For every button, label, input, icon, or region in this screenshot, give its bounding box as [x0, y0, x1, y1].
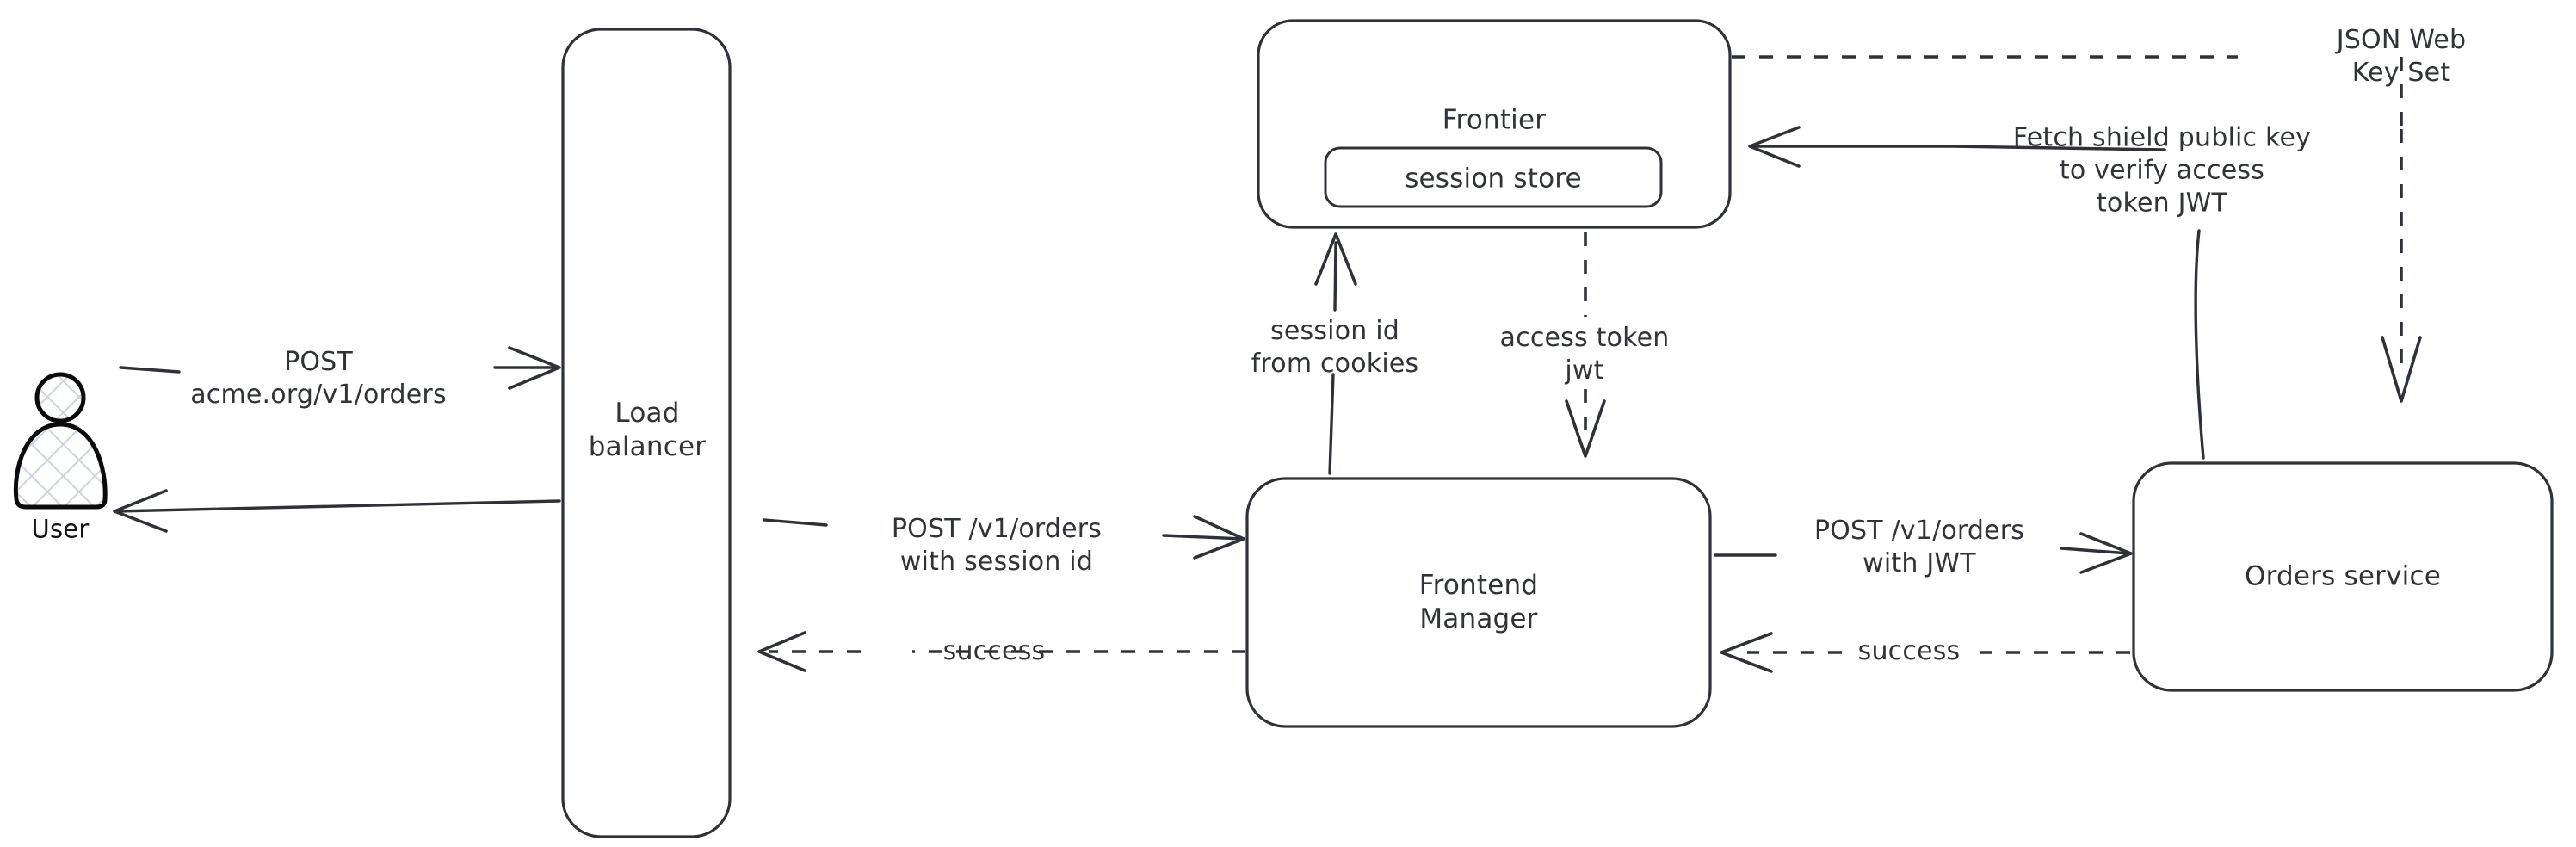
- edge-frontier-to-frontend-manager: [1565, 232, 1606, 458]
- user-body-icon: [13, 422, 108, 510]
- edge-orders-service-to-frontend-manager: [1720, 632, 2130, 673]
- node-user[interactable]: [13, 372, 108, 510]
- edge-orders-service-to-frontier: [1748, 126, 2205, 460]
- edge-frontend-manager-to-frontier: [1314, 232, 1357, 475]
- node-session-store[interactable]: [1324, 146, 1663, 208]
- edge-load-balancer-to-frontend-manager: [763, 515, 1245, 560]
- node-load-balancer[interactable]: [561, 28, 732, 838]
- edge-frontend-manager-to-load-balancer: [757, 631, 1245, 672]
- edge-frontier-to-orders-service: [1732, 55, 2422, 403]
- edge-frontend-manager-to-orders-service: [1714, 532, 2133, 574]
- edge-load-balancer-to-user: [113, 489, 561, 533]
- node-orders-service[interactable]: [2132, 461, 2554, 692]
- node-frontend-manager[interactable]: [1245, 477, 1712, 728]
- edge-user-to-load-balancer: [119, 346, 561, 390]
- user-head-icon: [34, 372, 86, 424]
